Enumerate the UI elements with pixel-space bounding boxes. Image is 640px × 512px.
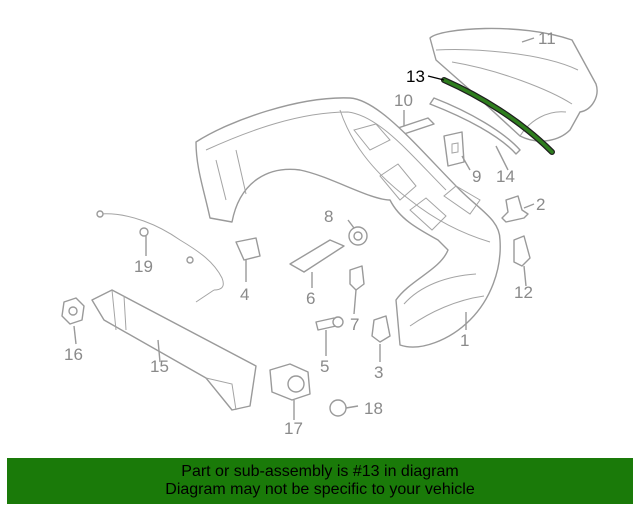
banner-line-1: Part or sub-assembly is #13 in diagram bbox=[181, 463, 459, 480]
part-13-trim-strip bbox=[441, 77, 555, 155]
part-1-bumper-cover bbox=[195, 97, 501, 348]
callout-5: 5 bbox=[320, 357, 329, 376]
callout-16: 16 bbox=[64, 345, 83, 364]
part-6-retainer bbox=[289, 239, 345, 273]
callout-15: 15 bbox=[150, 357, 169, 376]
part-7-pin bbox=[349, 265, 365, 291]
callout-7: 7 bbox=[350, 315, 359, 334]
callout-8: 8 bbox=[324, 207, 333, 226]
part-2-clip bbox=[501, 195, 529, 223]
callout-9: 9 bbox=[472, 167, 481, 186]
part-3-pin bbox=[371, 315, 391, 343]
part-17-sensor bbox=[269, 363, 311, 401]
callout-19: 19 bbox=[134, 257, 153, 276]
part-12-bracket bbox=[513, 235, 531, 267]
callout-11: 11 bbox=[538, 29, 556, 48]
callout-18: 18 bbox=[364, 399, 383, 418]
parts-diagram: 11 13 10 9 14 2 8 19 4 6 7 12 1 3 5 16 1… bbox=[61, 27, 598, 438]
callout-17: 17 bbox=[284, 419, 303, 438]
callout-4: 4 bbox=[240, 285, 249, 304]
part-8-nut bbox=[348, 226, 368, 246]
callout-2: 2 bbox=[536, 195, 545, 214]
part-4-bracket bbox=[235, 237, 261, 261]
info-banner: Part or sub-assembly is #13 in diagram D… bbox=[7, 458, 633, 504]
callout-6: 6 bbox=[306, 289, 315, 308]
callout-12: 12 bbox=[514, 283, 533, 302]
callouts: 11 13 10 9 14 2 8 19 4 6 7 12 1 3 5 16 1… bbox=[64, 29, 556, 438]
part-18-grommet bbox=[329, 399, 347, 417]
part-5-rivet bbox=[315, 316, 344, 331]
callout-1: 1 bbox=[460, 331, 469, 350]
callout-14: 14 bbox=[496, 167, 515, 186]
part-15-beam bbox=[91, 289, 257, 411]
part-16-nut bbox=[61, 297, 85, 325]
part-19-harness bbox=[96, 210, 224, 303]
part-14-strip bbox=[429, 97, 521, 155]
leader-lines bbox=[73, 37, 535, 420]
callout-10: 10 bbox=[394, 91, 413, 110]
part-9-module bbox=[443, 131, 465, 167]
callout-3: 3 bbox=[374, 363, 383, 382]
banner-line-2: Diagram may not be specific to your vehi… bbox=[165, 481, 475, 498]
callout-13: 13 bbox=[406, 67, 425, 86]
